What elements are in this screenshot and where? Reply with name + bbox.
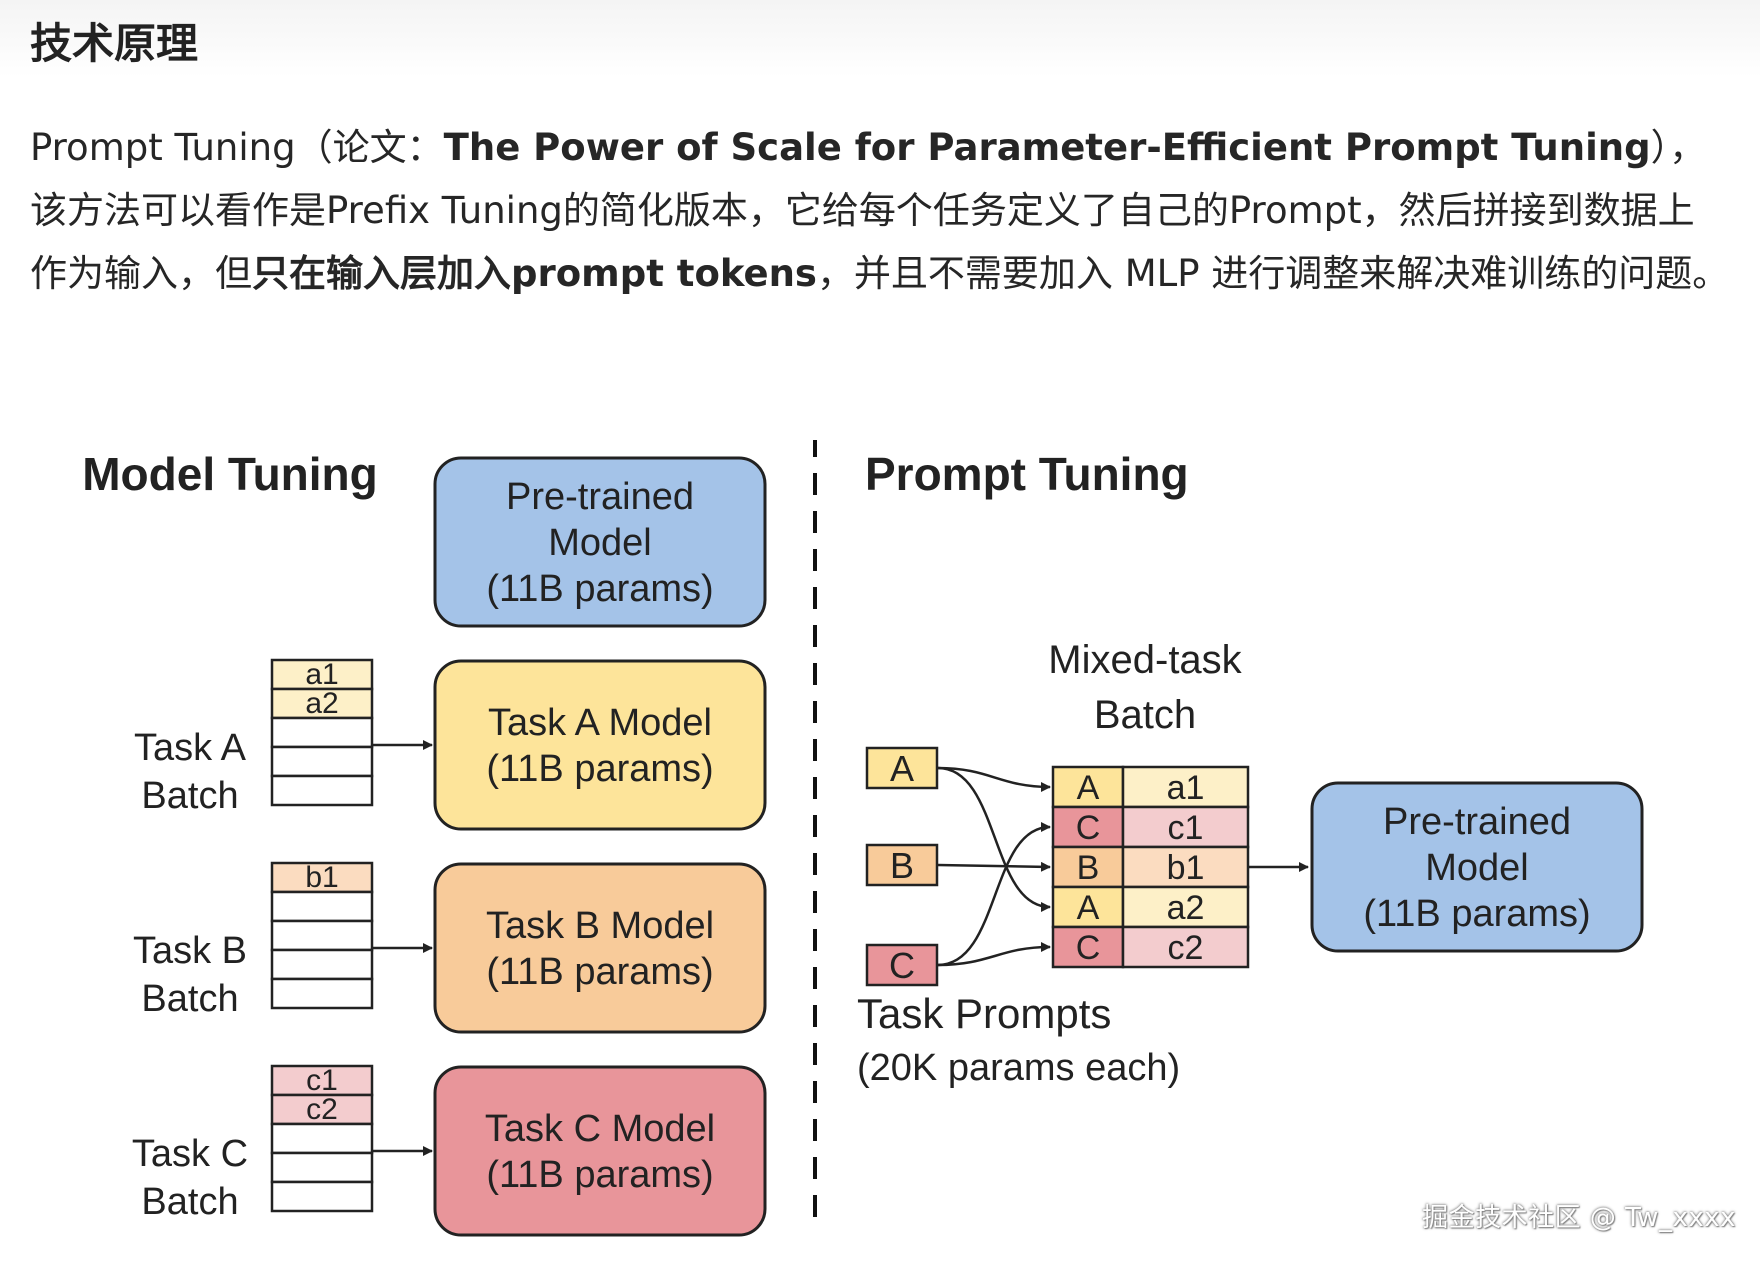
left-pretrained-model-label-2: Model	[548, 522, 652, 564]
task-b-batch-label-1: Task B	[133, 930, 247, 972]
task-c-batch-label-1: Task C	[132, 1133, 248, 1175]
mixed-row-value-label: a1	[1167, 769, 1205, 807]
mixed-batch-title-2: Batch	[1094, 693, 1196, 737]
mixed-row-value-label: c1	[1168, 809, 1204, 847]
mixed-row-prompt-label: C	[1076, 929, 1101, 967]
mixed-row-prompt-label: A	[1077, 769, 1100, 807]
mixed-row-prompt-label: B	[1077, 849, 1100, 887]
mixed-row-value-label: b1	[1167, 849, 1205, 887]
task-b-model-label-1: Task B Model	[486, 905, 714, 947]
task-prompt-box-b	[865, 843, 939, 887]
left-pretrained-model-box	[433, 456, 767, 628]
task-prompt-label-c: C	[889, 945, 915, 986]
task-a-batch-cell	[270, 716, 374, 749]
paragraph-part-3: ，并且不需要加入 MLP 进行调整来解决难训练的问题。	[816, 252, 1730, 295]
right-pretrained-model-label-3: (11B params)	[1363, 893, 1590, 935]
description-paragraph: Prompt Tuning（论文：The Power of Scale for …	[30, 116, 1730, 305]
mixed-row-prompt-cell	[1051, 765, 1125, 809]
left-pretrained-model-label-3: (11B params)	[486, 568, 713, 610]
task-a-model-box	[433, 659, 767, 831]
task-a-batch-cell	[270, 774, 374, 807]
paragraph-part-2: ），该方法可以看作是Prefix Tuning的简化版本，它给每个任务定义了自己…	[30, 126, 1707, 295]
mixed-row-prompt-cell	[1051, 925, 1125, 969]
mixed-row-value-cell	[1121, 805, 1250, 849]
right-pretrained-model-box	[1310, 781, 1644, 953]
mixed-batch-title-1: Mixed-task	[1048, 638, 1242, 682]
task-a-batch-cell	[270, 745, 374, 778]
task-prompt-label-a: A	[890, 748, 914, 789]
right-pretrained-model-label-2: Model	[1425, 847, 1529, 889]
task-b-model-box	[433, 862, 767, 1034]
mixed-row-prompt-cell	[1051, 845, 1125, 889]
task-c-batch-label-2: Batch	[141, 1181, 238, 1223]
task-b-batch-cell	[270, 919, 374, 952]
prompt-tuning-title: Prompt Tuning	[865, 448, 1189, 500]
mixed-row-value-cell	[1121, 885, 1250, 929]
task-a-batch-label-2: Batch	[141, 775, 238, 817]
emphasis-text: 只在输入层加入prompt tokens	[252, 252, 817, 295]
task-b-batch-cell	[270, 977, 374, 1010]
task-a-model-label-1: Task A Model	[488, 702, 712, 744]
left-pretrained-model-label-1: Pre-trained	[506, 476, 694, 518]
task-b-batch-cell-label: b1	[305, 861, 338, 894]
task-a-batch-cell-label: a1	[305, 658, 338, 691]
task-a-batch-cell-label: a2	[305, 687, 338, 720]
task-c-batch-cell	[270, 1122, 374, 1155]
task-c-batch-cell	[270, 1151, 374, 1184]
task-a-batch-label-1: Task A	[134, 727, 247, 769]
task-b-batch-cell	[270, 890, 374, 923]
task-c-model-label-1: Task C Model	[485, 1108, 715, 1150]
task-c-batch-cell	[270, 1180, 374, 1213]
mixed-row-value-label: a2	[1167, 889, 1205, 927]
task-c-batch-cell-label: c1	[306, 1064, 338, 1097]
task-c-batch-cell	[270, 1093, 374, 1126]
paper-title: The Power of Scale for Parameter-Efficie…	[443, 126, 1651, 169]
mixed-row-prompt-cell	[1051, 805, 1125, 849]
watermark: 掘金技术社区 @ Tw_xxxx	[1422, 1203, 1736, 1233]
task-b-batch-label-2: Batch	[141, 978, 238, 1020]
task-c-batch-cell-label: c2	[306, 1093, 338, 1126]
header-band	[0, 0, 1760, 78]
model-tuning-title: Model Tuning	[82, 448, 378, 500]
right-pretrained-model-label-1: Pre-trained	[1383, 801, 1571, 843]
section-heading: 技术原理	[30, 19, 199, 68]
task-a-batch-cell	[270, 658, 374, 691]
task-prompts-caption-1: Task Prompts	[857, 990, 1111, 1037]
connector-c-c1	[937, 822, 1051, 967]
paragraph-part-1: Prompt Tuning（论文：	[30, 126, 444, 169]
task-b-batch-cell	[270, 948, 374, 981]
mixed-row-prompt-label: C	[1076, 809, 1101, 847]
mixed-row-prompt-label: A	[1077, 889, 1100, 927]
task-b-batch-cell	[270, 861, 374, 894]
task-b-model-label-2: (11B params)	[486, 951, 713, 993]
connector-a-a2	[937, 766, 1051, 912]
task-prompt-label-b: B	[890, 845, 914, 886]
task-c-batch-cell	[270, 1064, 374, 1097]
mixed-row-value-label: c2	[1168, 929, 1204, 967]
connector-a-a1	[937, 766, 1051, 792]
task-c-model-box	[433, 1065, 767, 1237]
task-prompts-caption-2: (20K params each)	[857, 1047, 1180, 1089]
connector-b-b1	[937, 861, 1051, 872]
task-a-model-label-2: (11B params)	[486, 748, 713, 790]
task-prompt-box-a	[865, 746, 939, 790]
connector-c-c2	[937, 942, 1051, 967]
task-prompt-box-c	[865, 943, 939, 987]
mixed-row-value-cell	[1121, 925, 1250, 969]
task-c-model-label-2: (11B params)	[486, 1154, 713, 1196]
